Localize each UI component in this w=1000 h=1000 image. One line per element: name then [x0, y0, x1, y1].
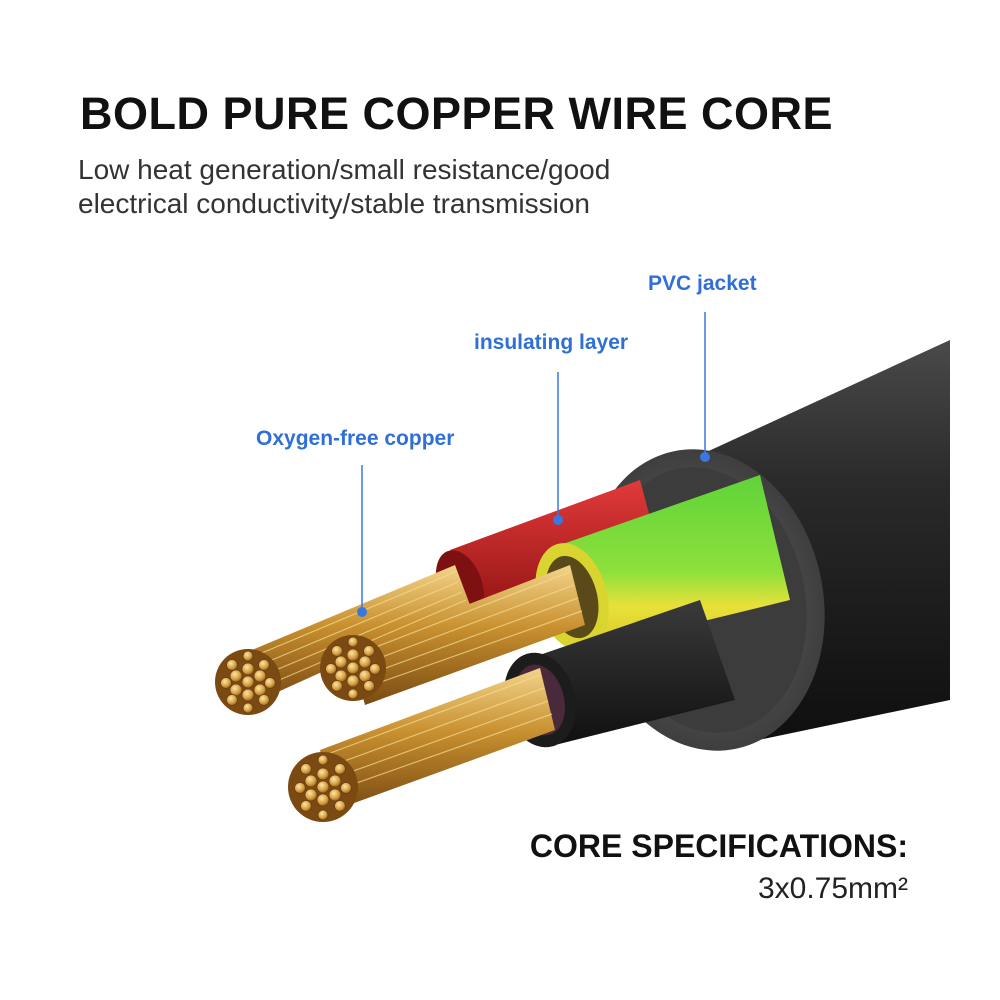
- insulating-layer-dot: [553, 515, 563, 525]
- oxygen-free-copper-label: Oxygen-free copper: [256, 427, 455, 450]
- callout-leaders: [361, 312, 706, 610]
- subtitle-line-2: electrical conductivity/stable transmiss…: [78, 188, 590, 219]
- subtitle-line-1: Low heat generation/small resistance/goo…: [78, 154, 611, 185]
- copper-dot: [357, 607, 367, 617]
- pvc-jacket-dot: [700, 452, 710, 462]
- pvc-jacket-label: PVC jacket: [648, 272, 757, 295]
- green-yellow-insulated-conductor: [320, 475, 790, 705]
- page-subtitle: Low heat generation/small resistance/goo…: [78, 153, 718, 221]
- core-specifications-title: CORE SPECIFICATIONS:: [529, 828, 908, 864]
- insulating-layer-label: insulating layer: [474, 331, 629, 354]
- core-specifications-value: 3x0.75mm²: [757, 872, 908, 905]
- black-insulated-conductor: [288, 600, 735, 822]
- page-title: BOLD PURE COPPER WIRE CORE: [80, 88, 834, 139]
